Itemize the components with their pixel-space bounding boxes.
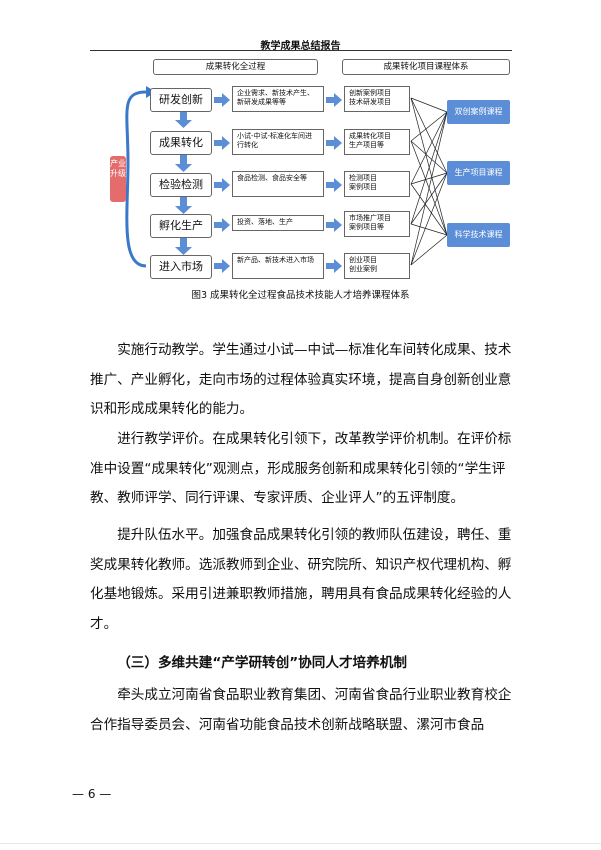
stage-enter-market: 进入市场 <box>150 255 212 279</box>
section-heading: （三）多维共建“产学研转创”协同人才培养机制 <box>117 655 407 671</box>
stage-rd-innovation: 研发创新 <box>150 88 212 112</box>
paragraph-group-founding: 牵头成立河南省食品职业教育集团、河南省食品行业职业教育校企合作指导委员会、河南省… <box>90 687 512 733</box>
stage-achievement-transfer: 成果转化 <box>150 131 212 155</box>
figure-right-title: 成果转化项目课程体系 <box>342 59 510 75</box>
figure-lines <box>125 86 448 273</box>
stage-inspection: 检验检测 <box>150 173 212 197</box>
stage-desc-4: 投资、落地、生产 <box>232 215 324 231</box>
project-4: 市场推广项目 案例项目等 <box>344 211 410 237</box>
project-3: 检测项目 案例项目 <box>344 171 410 197</box>
paragraph-action-teaching: 实施行动教学。学生通过小试—中试—标准化车间转化成果、技术推广、产业孵化，走向市… <box>90 342 512 417</box>
project-1: 创新案例项目 技术研发项目 <box>344 86 410 112</box>
stage-desc-5: 新产品、新技术进入市场 <box>232 253 324 279</box>
header-rule <box>90 50 512 51</box>
page-number: — 6 — <box>72 787 112 801</box>
paragraph-teaching-evaluation: 进行教学评价。在成果转化引领下，改革教学评价机制。在评价标准中设置“成果转化”观… <box>90 431 512 506</box>
project-2: 成果转化项目 生产项目等 <box>344 129 410 155</box>
figure-course-system: 成果转化全过程 成果转化项目课程体系 产业升级 研发创新 成果转化 检验检测 孵… <box>98 52 518 280</box>
project-5: 创业项目 创业案例 <box>344 253 410 279</box>
stage-desc-3: 食品检测、食品安全等 <box>232 171 324 197</box>
page-header: 教学成果总结报告 <box>260 41 341 52</box>
industry-upgrade-label: 产业升级 <box>110 156 126 202</box>
stage-incubation: 孵化生产 <box>150 214 212 238</box>
figure-left-title: 成果转化全过程 <box>153 59 318 75</box>
stage-desc-1: 企业需求、新技术产生、新研发成果等等 <box>232 86 324 112</box>
footer-rule <box>0 843 601 844</box>
course-production-projects: 生产项目课程 <box>447 161 510 185</box>
course-innovation-cases: 双创案例课程 <box>447 100 510 124</box>
course-science-tech: 科学技术课程 <box>447 223 510 247</box>
figure-caption: 图3 成果转化全过程食品技术技能人才培养课程体系 <box>191 290 410 301</box>
paragraph-team-level: 提升队伍水平。加强食品成果转化引领的教师队伍建设，聘任、重奖成果转化教师。选派教… <box>90 527 512 632</box>
stage-desc-2: 小试-中试-标准化车间进行转化 <box>232 129 324 155</box>
